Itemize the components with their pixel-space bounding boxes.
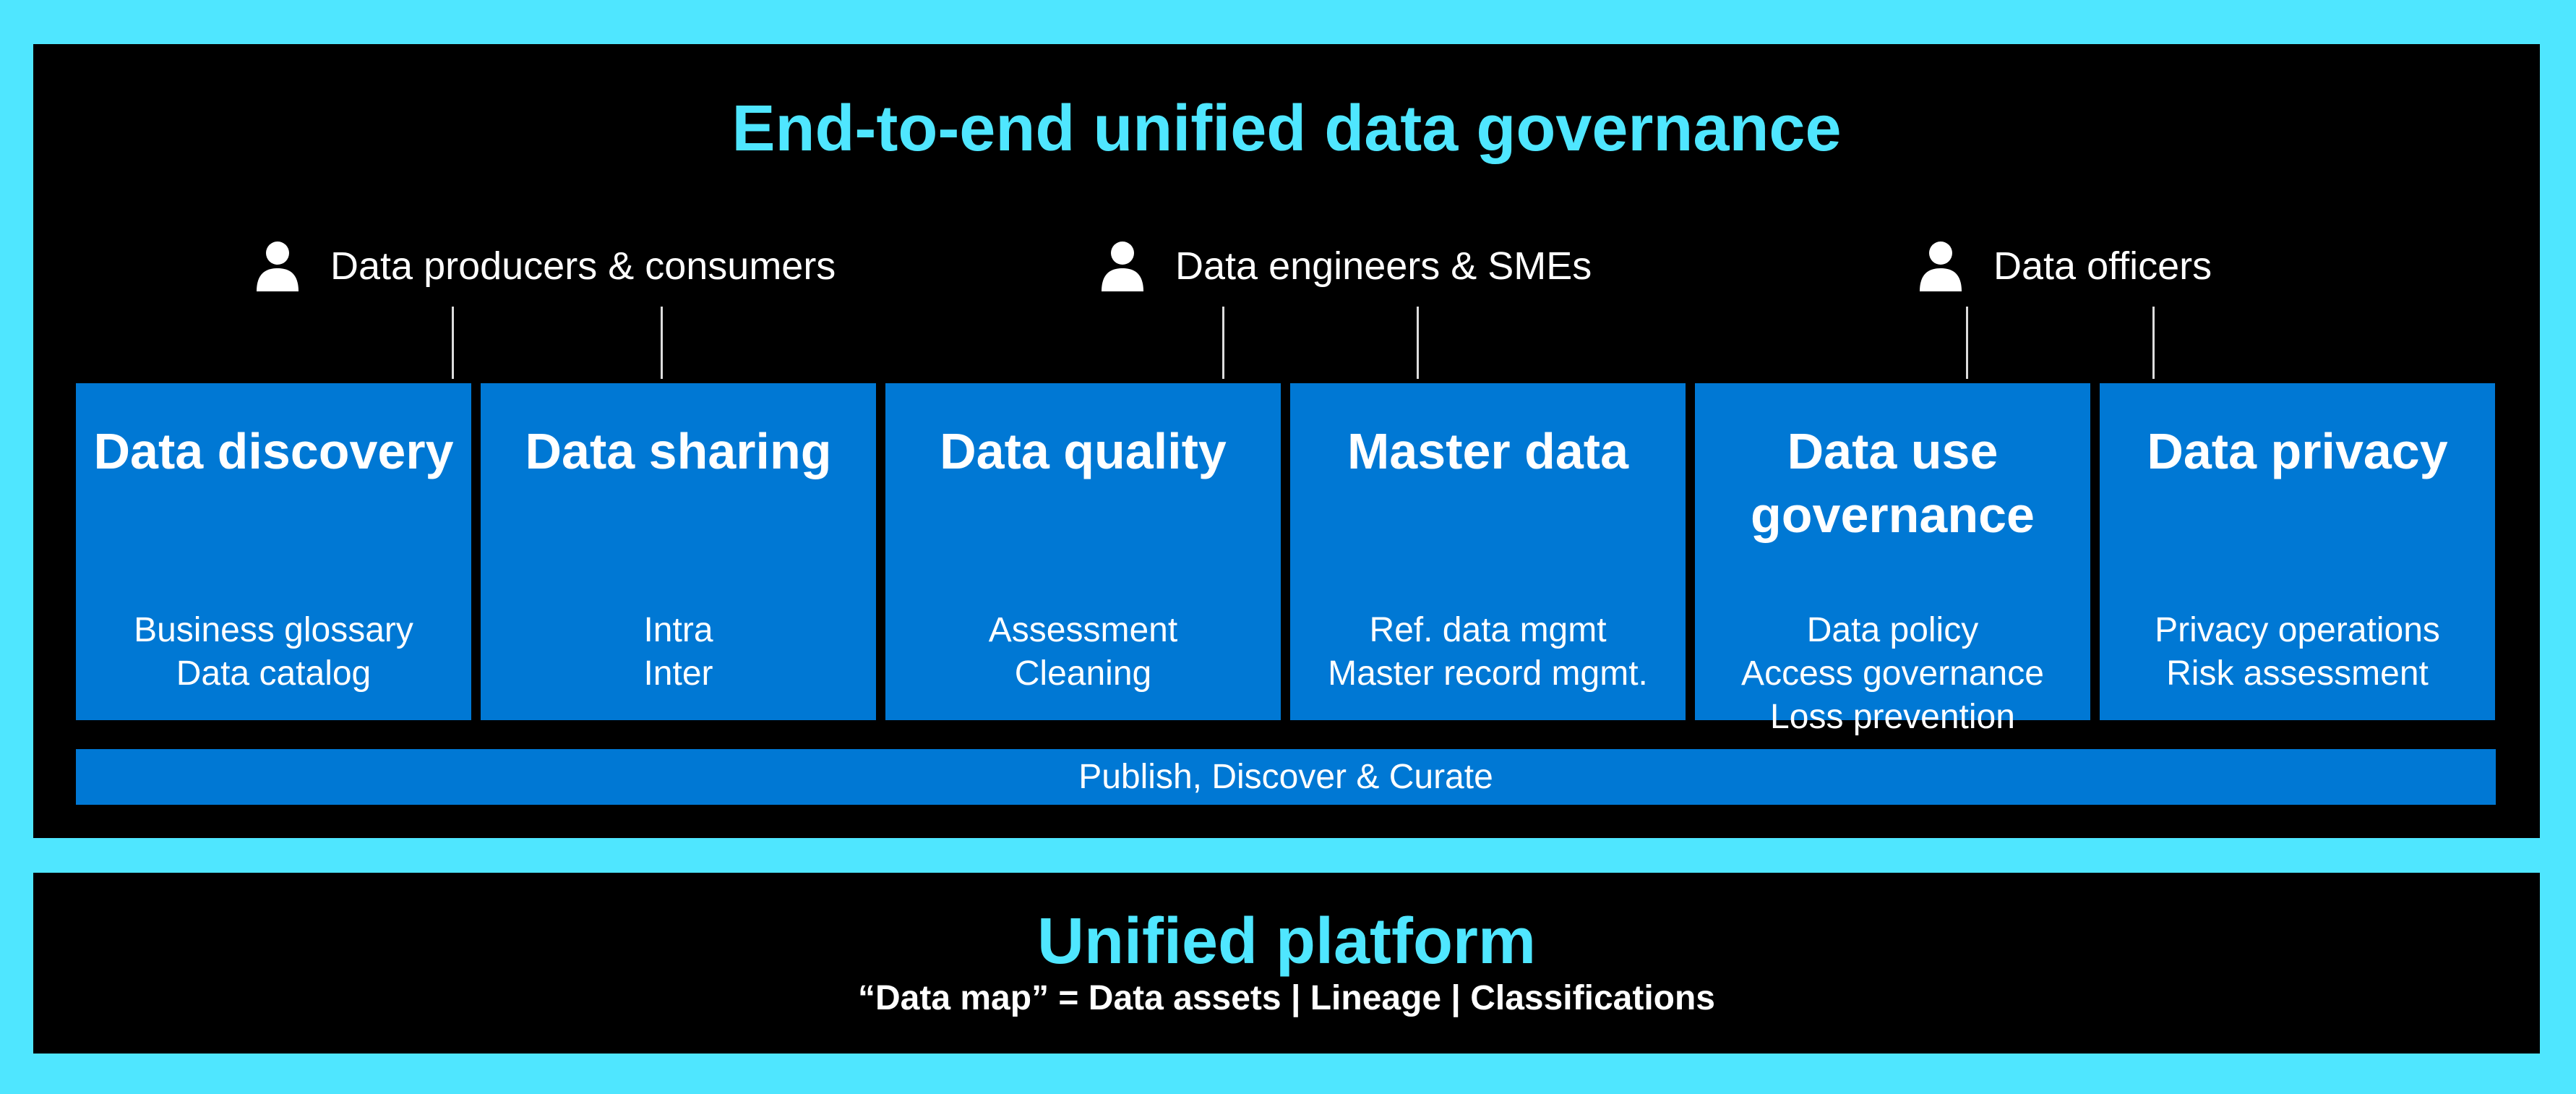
- card-item: Risk assessment: [2166, 654, 2429, 693]
- card-item: Privacy operations: [2155, 611, 2440, 649]
- persona-engineers-smes: Data engineers & SMEs: [1100, 241, 1592, 291]
- card-title: Data privacy: [2147, 423, 2448, 479]
- card-item: Intra: [643, 611, 713, 649]
- card-items: Ref. data mgmt Master record mgmt.: [1290, 609, 1686, 696]
- connector-line: [661, 307, 663, 379]
- platform-title: Unified platform: [1037, 905, 1536, 978]
- card-data-sharing: Data sharing Intra Inter: [481, 383, 876, 720]
- publish-discover-curate-bar: Publish, Discover & Curate: [76, 749, 2496, 805]
- governance-title: End-to-end unified data governance: [731, 93, 1842, 165]
- connector-line: [2152, 307, 2155, 379]
- card-item: Master record mgmt.: [1328, 654, 1648, 693]
- card-title: Data quality: [940, 423, 1227, 479]
- card-items: Privacy operations Risk assessment: [2100, 609, 2495, 696]
- person-icon: [257, 242, 299, 291]
- card-item: Loss prevention: [1770, 698, 2015, 736]
- card-item: Ref. data mgmt: [1369, 611, 1607, 649]
- persona-label: Data producers & consumers: [330, 244, 836, 288]
- card-data-quality: Data quality Assessment Cleaning: [885, 383, 1281, 720]
- connector-line: [1417, 307, 1419, 379]
- card-item: Access governance: [1741, 654, 2044, 693]
- connector-line: [1966, 307, 1968, 379]
- card-title: Master data: [1347, 423, 1629, 479]
- connector-line: [452, 307, 454, 379]
- card-item: Inter: [643, 654, 713, 693]
- governance-panel: End-to-end unified data governance Data …: [33, 44, 2540, 838]
- connector-line: [1222, 307, 1224, 379]
- persona-producers-consumers: Data producers & consumers: [255, 241, 836, 291]
- person-icon: [1920, 242, 1962, 291]
- card-item: Business glossary: [134, 611, 413, 649]
- card-data-use-governance: Data use governance Data policy Access g…: [1695, 383, 2090, 736]
- card-title: Data use governance: [1751, 423, 2035, 543]
- card-item: Data catalog: [176, 654, 372, 693]
- card-items: Intra Inter: [481, 609, 876, 696]
- card-item: Assessment: [988, 611, 1178, 649]
- card-data-privacy: Data privacy Privacy operations Risk ass…: [2100, 383, 2495, 720]
- card-items: Assessment Cleaning: [885, 609, 1281, 696]
- card-items: Business glossary Data catalog: [76, 609, 471, 696]
- card-item: Data policy: [1806, 611, 1979, 649]
- persona-data-officers: Data officers: [1918, 241, 2212, 291]
- person-icon: [1102, 242, 1143, 291]
- persona-label: Data officers: [1993, 244, 2212, 288]
- card-items: Data policy Access governance Loss preve…: [1695, 609, 2090, 739]
- card-data-discovery: Data discovery Business glossary Data ca…: [76, 383, 471, 720]
- card-title: Data sharing: [525, 423, 832, 479]
- persona-label: Data engineers & SMEs: [1175, 244, 1592, 288]
- card-title: Data discovery: [93, 423, 454, 479]
- card-master-data: Master data Ref. data mgmt Master record…: [1290, 383, 1686, 720]
- card-item: Cleaning: [1014, 654, 1152, 693]
- platform-subtitle: “Data map” = Data assets | Lineage | Cla…: [858, 979, 1715, 1017]
- platform-panel: Unified platform “Data map” = Data asset…: [33, 873, 2540, 1054]
